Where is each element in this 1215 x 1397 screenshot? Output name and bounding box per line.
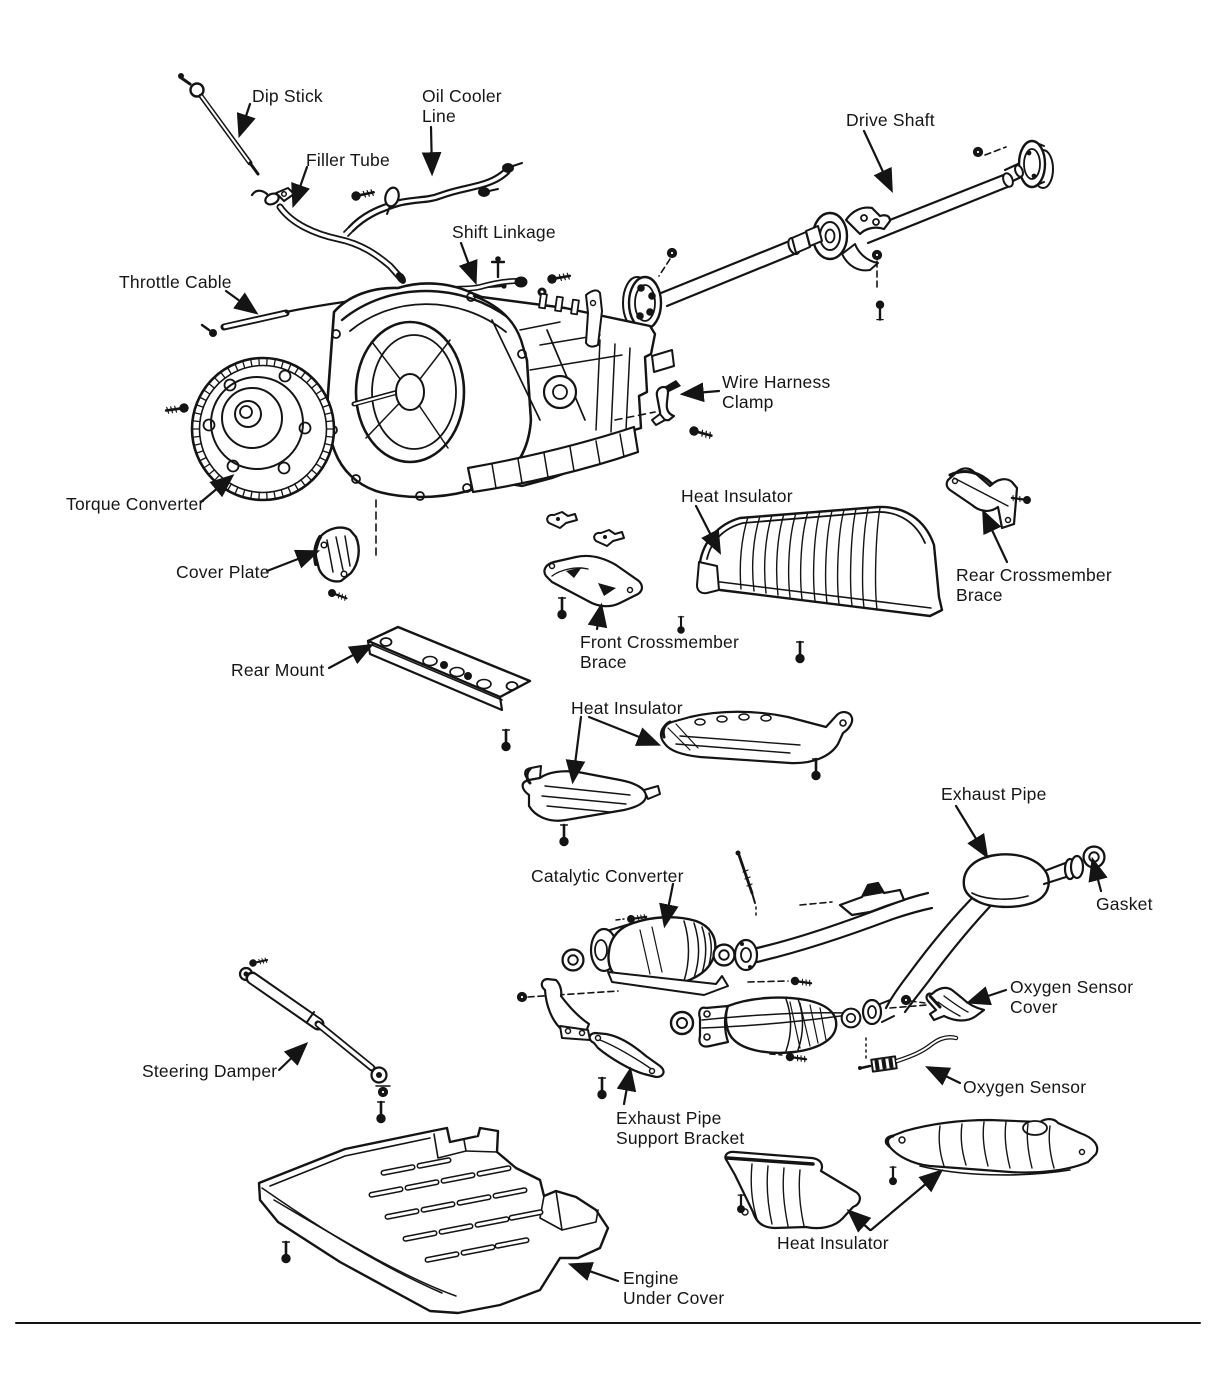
oil-cooler-line-part [343,162,523,237]
drive-shaft-part [622,139,1054,331]
label-dip-stick: Dip Stick [252,86,323,106]
label-wire-harness-clamp: Wire Harness Clamp [722,372,831,413]
torque-converter-part [164,356,336,502]
dip-stick-part [178,73,260,176]
label-throttle-cable: Throttle Cable [119,272,232,292]
label-shift-linkage: Shift Linkage [452,222,556,242]
catalytic-converter-rear-part [669,996,928,1065]
label-filler-tube: Filler Tube [306,150,390,170]
oxygen-sensor-part [858,1035,959,1073]
label-torque-converter: Torque Converter [66,494,205,514]
heat-insulator-mid-left-part [521,765,661,848]
label-exhaust-pipe: Exhaust Pipe [941,784,1047,804]
label-exhaust-pipe-support-bracket: Exhaust Pipe Support Bracket [616,1108,745,1149]
label-oxygen-sensor: Oxygen Sensor [963,1077,1087,1097]
cover-plate-part [313,526,360,603]
leader-lines [199,102,1108,1283]
label-front-crossmember-brace: Front Crossmember Brace [580,632,739,673]
heat-insulator-bottom-right-part [884,1118,1099,1186]
catalytic-converter-front-part [561,912,813,996]
filler-tube-part [250,187,406,284]
label-drive-shaft: Drive Shaft [846,110,935,130]
heat-insulator-bottom-left-part [724,1150,861,1230]
label-rear-crossmember-brace: Rear Crossmember Brace [956,565,1112,606]
label-heat-insulator-tunnel: Heat Insulator [681,486,793,506]
label-cover-plate: Cover Plate [176,562,270,582]
heat-insulator-mid-right-part [659,710,854,782]
label-rear-mount: Rear Mount [231,660,325,680]
rear-mount-part [366,625,532,753]
front-crossmember-brace-part [543,511,643,621]
oxygen-sensor-cover-part [900,986,986,1022]
transmission-part [325,282,675,559]
exhaust-pipe-support-bracket-part [516,977,665,1100]
engine-under-cover-part [257,1126,610,1315]
steering-damper-part [238,955,391,1124]
label-heat-insulator-mid: Heat Insulator [571,698,683,718]
label-oil-cooler-line: Oil Cooler Line [422,86,502,127]
rear-crossmember-brace-part [945,467,1033,530]
wire-harness-clamp-part [651,380,714,442]
label-gasket: Gasket [1096,894,1153,914]
label-oxygen-sensor-cover: Oxygen Sensor Cover [1010,977,1134,1018]
label-engine-under-cover: Engine Under Cover [623,1268,725,1309]
label-steering-damper: Steering Damper [142,1061,278,1081]
label-catalytic-converter: Catalytic Converter [531,866,684,886]
exhaust-pipe-part [735,845,1106,1014]
label-heat-insulator-bottom: Heat Insulator [777,1233,889,1253]
